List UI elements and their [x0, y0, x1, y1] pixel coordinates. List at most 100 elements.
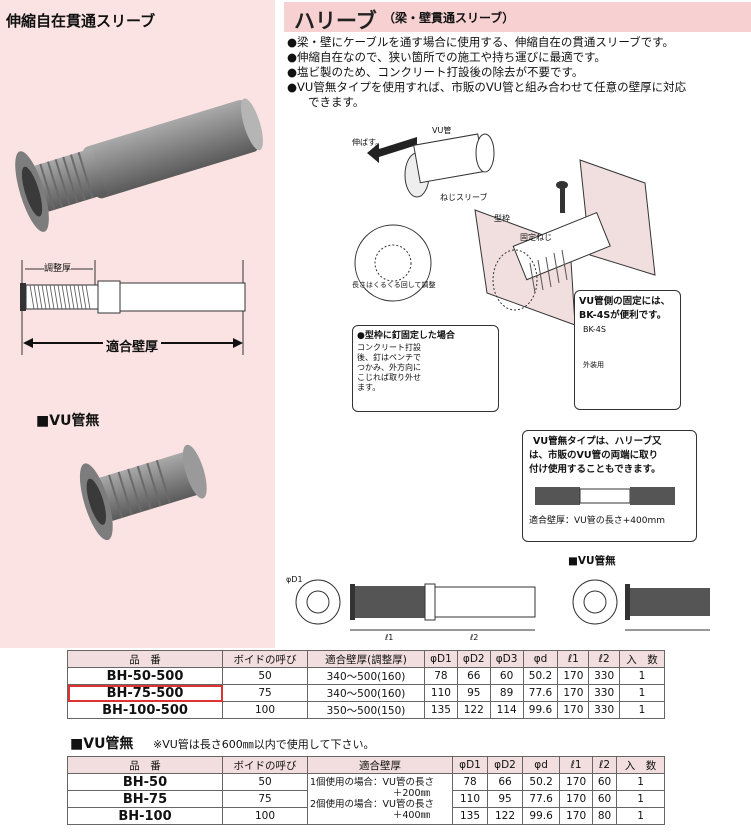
table-cell: 77.6: [521, 790, 561, 808]
col-header: ℓ1: [559, 756, 594, 774]
dimension-drawing-left: [20, 260, 246, 355]
product-image-main: [15, 98, 263, 232]
vu-none-drawing: [535, 487, 675, 505]
table-cell: 1: [619, 684, 665, 702]
col-header: 品 番: [67, 756, 223, 774]
dim-d1-label: φD1: [286, 575, 303, 584]
table-row: BH-100-500 100 350～500(150) 135 122 114 …: [67, 701, 665, 719]
bk4s-line: VU管側の固定には、: [579, 296, 671, 307]
col-header: φD2: [487, 756, 523, 774]
installation-diagram: [354, 133, 656, 326]
table-cell: 1: [616, 773, 665, 791]
feature-item: ●伸縮自在なので、狭い箇所での施工や持ち運びに最適です。: [287, 50, 606, 64]
table-cell: 60: [592, 773, 618, 791]
wall-text: 1個使用の場合：VU管の長さ: [310, 777, 434, 788]
col-header: φD1: [424, 650, 458, 668]
table-cell: 135: [424, 701, 458, 719]
table-cell: 77.6: [522, 684, 559, 702]
table-cell: 1: [619, 701, 665, 719]
table-cell: 170: [559, 807, 594, 825]
table-header-row: 品 番 ボイドの呼び 適合壁厚 φD1 φD2 φd ℓ1 ℓ2 入 数: [67, 756, 665, 774]
sleeve-label: ねじスリーブ: [440, 193, 488, 202]
table-cell: 78: [424, 667, 458, 685]
table-cell: 89: [489, 684, 524, 702]
nail-fix-line: 後、釘はペンチで: [357, 353, 421, 362]
table-cell: 95: [456, 684, 491, 702]
bk4s-box: VU管側の固定には、 BK-4Sが便利です。 BK-4S 外装用: [574, 290, 681, 410]
product-code: BH-100-500: [67, 701, 223, 719]
col-header: φD3: [489, 650, 524, 668]
table-cell: 170: [557, 667, 590, 685]
col-header: 品 番: [67, 650, 223, 668]
table-cell: 122: [456, 701, 491, 719]
table-cell: 78: [452, 773, 488, 791]
bk4s-sub: 外装用: [583, 361, 604, 369]
table-cell: 330: [588, 684, 621, 702]
wall-text: ＋400㎜: [392, 810, 430, 821]
nail-fix-line: こじれば取り外せ: [357, 373, 421, 382]
table-cell: 75: [222, 684, 308, 702]
vu-none-line: 付け使用することもできます。: [529, 464, 661, 475]
table-cell: 50: [222, 667, 308, 685]
table-row: BH-50-500 50 340～500(160) 78 66 60 50.2 …: [67, 667, 665, 685]
product-code: BH-50: [67, 773, 223, 791]
col-header: 入 数: [616, 756, 665, 774]
table-header-row: 品 番 ボイドの呼び 適合壁厚(調整厚) φD1 φD2 φD3 φd ℓ1 ℓ…: [67, 650, 665, 668]
col-header: ボイドの呼び: [222, 650, 308, 668]
wall-text: ＋200㎜: [392, 788, 430, 799]
table-cell: 66: [487, 773, 523, 791]
nail-fix-line: ます。: [357, 383, 381, 392]
product-image-vu: [79, 444, 207, 541]
table-cell: 1: [619, 667, 665, 685]
spec-table-main: 品 番 ボイドの呼び 適合壁厚(調整厚) φD1 φD2 φD3 φd ℓ1 ℓ…: [67, 650, 665, 719]
col-header: ボイドの呼び: [222, 756, 308, 774]
table-cell: 340～500(160): [307, 684, 425, 702]
table-cell: 114: [489, 701, 524, 719]
table-cell: 99.6: [521, 807, 561, 825]
vu-none-box: VU管無タイプは、ハリーブ又 は、市販のVU管の両端に取り 付け使用することもで…: [522, 430, 697, 542]
frame-label: 型枠: [494, 214, 510, 223]
feature-item: ●VU管無タイプを使用すれば、市販のVU管と組み合わせて任意の壁厚に対応: [287, 80, 687, 94]
vu-none-line: VU管無タイプは、ハリーブ又: [533, 436, 662, 447]
vu-none-foot: 適合壁厚：VU管の長さ+400mm: [529, 516, 665, 526]
dimension-drawing-right: [295, 579, 710, 631]
vu-section-note: ※VU管は長さ600㎜以内で使用して下さい。: [153, 738, 375, 751]
nail-fix-title: ●型枠に釘固定した場合: [357, 331, 455, 341]
spec-table-vu: 品 番 ボイドの呼び 適合壁厚 φD1 φD2 φd ℓ1 ℓ2 入 数 BH-…: [67, 756, 665, 825]
table-cell: 80: [592, 807, 618, 825]
table-cell: 60: [592, 790, 618, 808]
col-header: ℓ2: [592, 756, 618, 774]
vu-heading-right: ■VU管無: [568, 555, 616, 567]
table-cell: 50.2: [521, 773, 561, 791]
col-header: φd: [522, 650, 559, 668]
table-cell: 350～500(150): [307, 701, 425, 719]
feature-item: ●塩ビ製のため、コンクリート打設後の除去が不要です。: [287, 65, 584, 79]
col-header: 入 数: [619, 650, 665, 668]
table-cell: 75: [222, 790, 308, 808]
table-cell: 50.2: [522, 667, 559, 685]
product-code: BH-100: [67, 807, 223, 825]
col-header: ℓ2: [588, 650, 621, 668]
adjust-thickness-label: 調整厚: [44, 261, 72, 274]
bk4s-line: BK-4Sが便利です。: [579, 310, 667, 321]
vu-section-title: ■VU管無: [70, 736, 134, 752]
table-cell: 1: [616, 807, 665, 825]
rotate-note: 長さはくるくる回して調整: [352, 281, 436, 289]
dim-l2-label: ℓ2: [470, 633, 479, 642]
table-cell: 95: [487, 790, 523, 808]
wall-thickness-cell: 1個使用の場合：VU管の長さ ＋200㎜ 2個使用の場合：VU管の長さ ＋400…: [307, 773, 453, 825]
table-cell: 170: [559, 790, 594, 808]
table-cell: 100: [222, 701, 308, 719]
fix-screw-label: 固定ねじ: [520, 233, 552, 242]
table-cell: 1: [616, 790, 665, 808]
table-cell: 66: [456, 667, 491, 685]
wall-text: 2個使用の場合：VU管の長さ: [310, 799, 434, 810]
table-cell: 110: [452, 790, 488, 808]
table-cell: 170: [557, 701, 590, 719]
stretch-label: 伸ばす。: [352, 138, 384, 147]
feature-item-cont: できます。: [308, 95, 365, 109]
col-header: φd: [521, 756, 561, 774]
table-cell: 99.6: [522, 701, 559, 719]
table-cell: 110: [424, 684, 458, 702]
col-header: 適合壁厚: [307, 756, 453, 774]
